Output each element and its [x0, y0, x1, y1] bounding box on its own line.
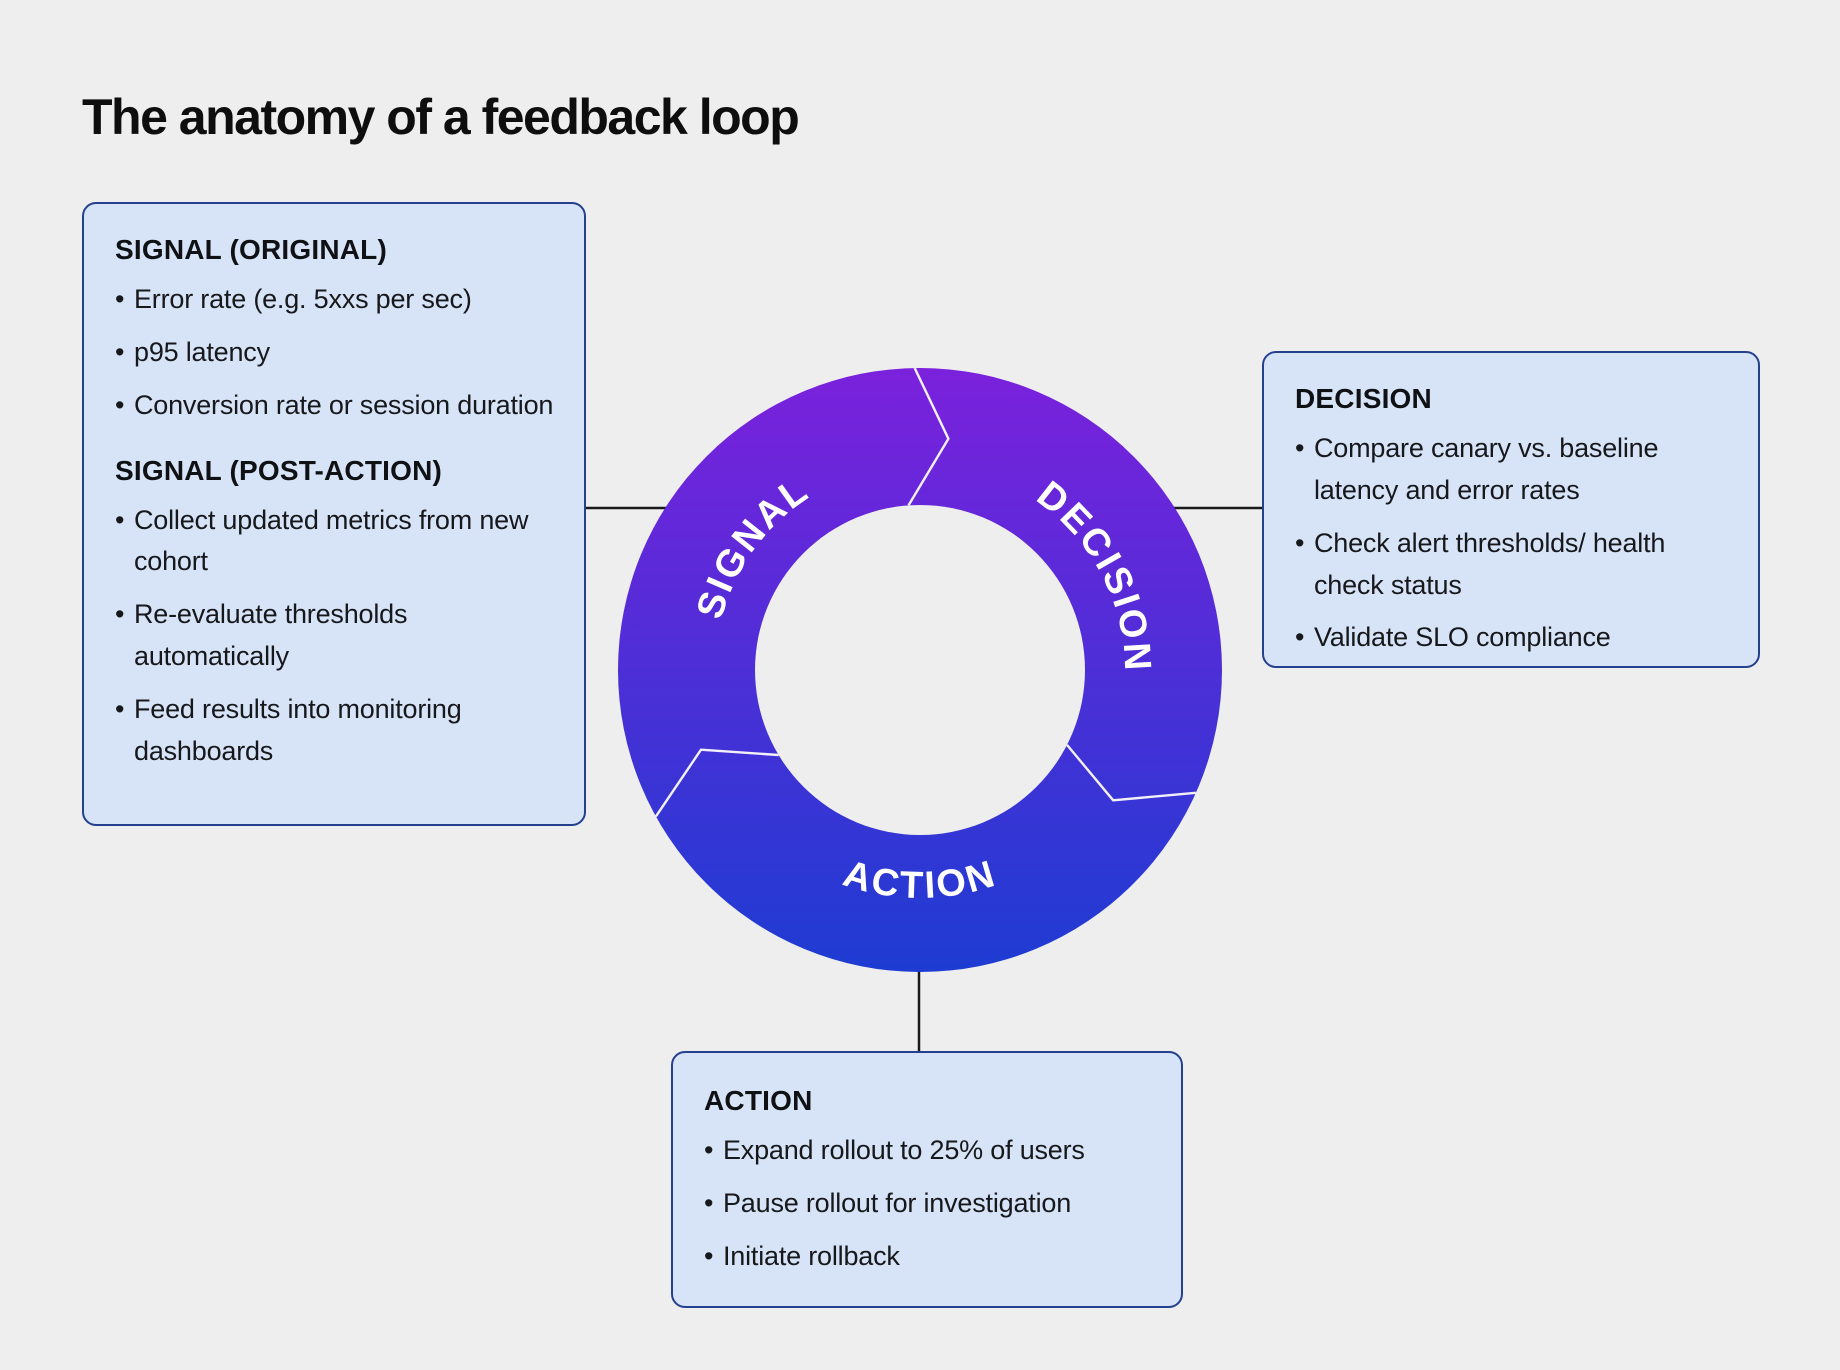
donut-ring: [618, 368, 1222, 972]
action-callout: ACTION Expand rollout to 25% of usersPau…: [671, 1051, 1183, 1308]
bullet-item: Conversion rate or session duration: [115, 385, 554, 427]
segment-divider-lower-right: [1066, 744, 1197, 802]
signal-post-action-bullet-list: Collect updated metrics from new cohortR…: [115, 500, 560, 773]
bullet-item: Re-evaluate thresholds automatically: [115, 594, 554, 678]
signal-original-section: SIGNAL (ORIGINAL) Error rate (e.g. 5xxs …: [115, 232, 560, 427]
action-bullet-list: Expand rollout to 25% of usersPause roll…: [704, 1130, 1157, 1278]
bullet-item: p95 latency: [115, 332, 554, 374]
bullet-item: Initiate rollback: [704, 1236, 1157, 1278]
bullet-item: Validate SLO compliance: [1295, 617, 1686, 659]
action-heading: ACTION: [704, 1085, 813, 1116]
bullet-item: Expand rollout to 25% of users: [704, 1130, 1157, 1172]
bullet-item: Pause rollout for investigation: [704, 1183, 1157, 1225]
segment-divider-lower-left: [654, 748, 779, 818]
signal-callout: SIGNAL (ORIGINAL) Error rate (e.g. 5xxs …: [82, 202, 586, 826]
signal-post-action-heading: SIGNAL (POST-ACTION): [115, 454, 443, 486]
decision-bullet-list: Compare canary vs. baseline latency and …: [1295, 428, 1734, 659]
signal-original-bullet-list: Error rate (e.g. 5xxs per sec) p95 latenc…: [115, 279, 560, 427]
bullet-item: Error rate (e.g. 5xxs per sec): [115, 279, 554, 321]
signal-post-action-section: SIGNAL (POST-ACTION) Collect updated met…: [115, 453, 560, 773]
bullet-item: Compare canary vs. baseline latency and …: [1295, 428, 1686, 512]
signal-original-heading: SIGNAL (ORIGINAL): [115, 234, 387, 265]
decision-heading: DECISION: [1295, 383, 1432, 414]
segment-divider-top: [907, 367, 950, 507]
bullet-item: Check alert thresholds/ health check sta…: [1295, 523, 1686, 607]
decision-callout: DECISION Compare canary vs. baseline lat…: [1262, 351, 1760, 668]
page-title: The anatomy of a feedback loop: [82, 89, 800, 145]
bullet-item: Feed results into monitoring dashboards: [115, 689, 554, 773]
bullet-item: Collect updated metrics from new cohort: [115, 500, 554, 584]
